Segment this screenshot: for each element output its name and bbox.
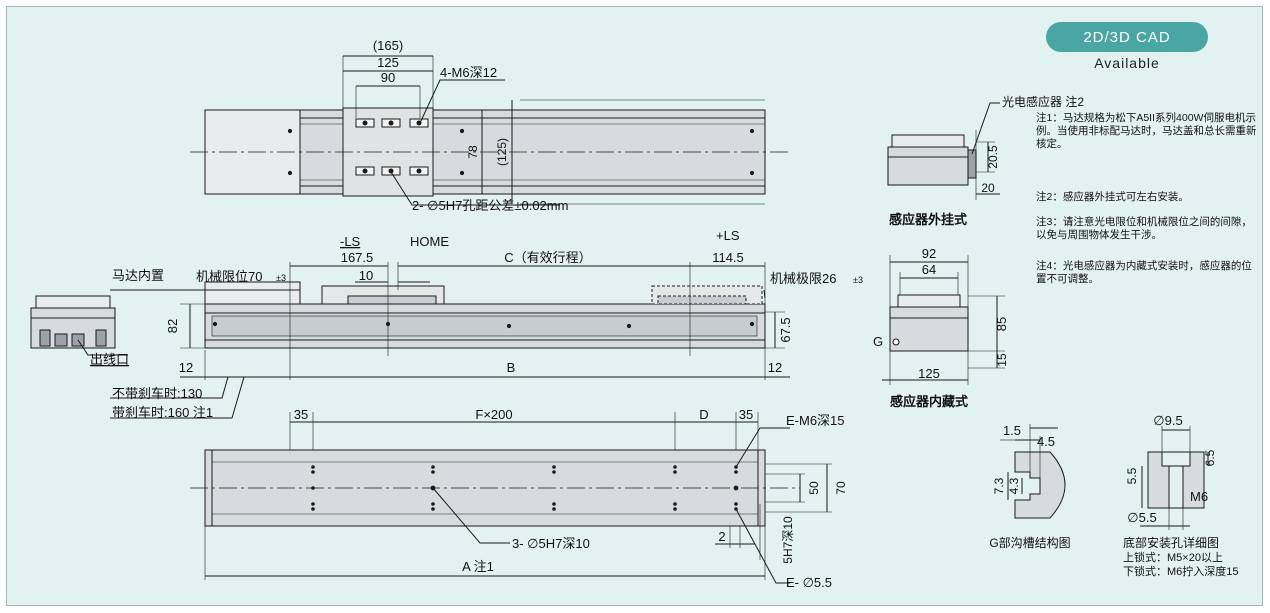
dim-165: (165) (373, 38, 403, 53)
end-view (30, 295, 128, 356)
side-view (110, 262, 790, 419)
label-motor-inner: 马达内置 (112, 268, 164, 283)
sensor-external-view (887, 102, 1000, 200)
dim-10: 10 (359, 268, 373, 283)
dim-5h7: 5H7深10 (781, 516, 795, 564)
callout-e-m6: E-M6深15 (786, 413, 845, 428)
dim-114-5: 114.5 (712, 250, 744, 265)
cad-available-badge[interactable]: 2D/3D CAD (1046, 22, 1208, 52)
dim-70: 70 (834, 481, 848, 495)
note-3: 注3：请注意光电限位和机械限位之间的间隙，以免与周围物体发生干涉。 (1036, 216, 1252, 241)
groove-title: G部沟槽结构图 (989, 535, 1070, 550)
dim-m6: M6 (1190, 489, 1208, 504)
label-cable-exit: 出线口 (90, 352, 129, 367)
note-1: 注1：马达规格为松下A5II系列400W伺服电机示例。当使用非标配马达时，马达盖… (1036, 112, 1257, 150)
dim-7-3: 7.3 (992, 477, 1006, 494)
mount-hole-line2: 下锁式：M6拧入深度15 (1123, 564, 1239, 578)
dim-4-3: 4.3 (1007, 477, 1021, 494)
label-with-brake: 带刹车时:160 注1 (112, 405, 213, 420)
mount-hole-title: 底部安装孔详细图 (1123, 535, 1219, 550)
dim-67-5: 67.5 (778, 317, 793, 342)
dim-85: 85 (994, 317, 1009, 331)
callout-e-hole: E- ∅5.5 (786, 575, 832, 590)
dim-d: D (699, 407, 708, 422)
dim-125-sensor: 125 (918, 366, 940, 381)
dim-2: 2 (718, 529, 725, 544)
dim-167-5: 167.5 (341, 250, 374, 265)
sensor-internal-view (882, 255, 1005, 385)
label-tol-left: ±3 (276, 273, 286, 283)
callout-2-pin: 2- ∅5H7孔距公差±0.02mm (412, 198, 568, 213)
callout-3-pin: 3- ∅5H7深10 (512, 536, 590, 551)
dim-78: 78 (466, 145, 480, 159)
dim-5-5-vertical: 5.5 (1125, 467, 1139, 484)
dim-5-5-diameter: ∅5.5 (1127, 510, 1156, 525)
dim-f: F×200 (475, 407, 512, 422)
top-view (190, 55, 790, 206)
label-mech-limit-right: 机械极限26 (770, 271, 836, 286)
label-photo-sensor: 光电感应器 注2 (1002, 94, 1084, 109)
dim-20-5: 20.5 (986, 145, 1000, 169)
sensor-external-title: 感应器外挂式 (889, 212, 967, 227)
dim-90: 90 (381, 70, 395, 85)
label-no-brake: 不带刹车时:130 (112, 386, 202, 401)
label-tol-right: ±3 (853, 275, 863, 285)
bottom-view (190, 412, 832, 584)
dim-125-top: 125 (377, 55, 399, 70)
label-neg-ls: -LS (340, 234, 361, 249)
note-2: 注2：感应器外挂式可左右安装。 (1036, 191, 1189, 203)
dim-12-left: 12 (179, 360, 193, 375)
dim-64: 64 (922, 262, 936, 277)
mount-hole-line1: 上锁式：M5×20以上 (1123, 550, 1223, 564)
dim-1-5: 1.5 (1003, 423, 1021, 438)
dim-82: 82 (165, 319, 180, 333)
dim-6-5: 6.5 (1203, 449, 1217, 466)
mount-hole-detail (1140, 426, 1209, 530)
dim-15: 15 (995, 353, 1009, 367)
label-pos-ls: +LS (716, 228, 740, 243)
dim-4-5: 4.5 (1037, 434, 1055, 449)
sensor-internal-title: 感应器内藏式 (890, 394, 968, 409)
groove-detail (1000, 424, 1066, 519)
dim-a: A 注1 (462, 559, 494, 574)
dim-125-paren: (125) (495, 138, 509, 166)
note-4: 注4：光电感应器为内藏式安装时，感应器的位置不可调整。 (1036, 260, 1252, 285)
dim-12-right: 12 (768, 360, 782, 375)
dim-92: 92 (922, 246, 936, 261)
label-mech-limit-left: 机械限位70 (196, 269, 262, 284)
dim-35-left: 35 (294, 407, 308, 422)
callout-4-m6: 4-M6深12 (440, 65, 497, 80)
dim-b: B (507, 360, 516, 375)
dim-20: 20 (981, 181, 995, 195)
label-g: G (873, 334, 883, 349)
dim-9-5: ∅9.5 (1153, 413, 1182, 428)
dim-stroke-c: C（有效行程） (504, 250, 591, 265)
cad-available-caption: Available (1094, 55, 1160, 71)
dim-50: 50 (807, 481, 821, 495)
dim-35-right: 35 (739, 407, 753, 422)
label-home: HOME (410, 234, 449, 249)
cad-badge-label: 2D/3D CAD (1083, 28, 1171, 46)
